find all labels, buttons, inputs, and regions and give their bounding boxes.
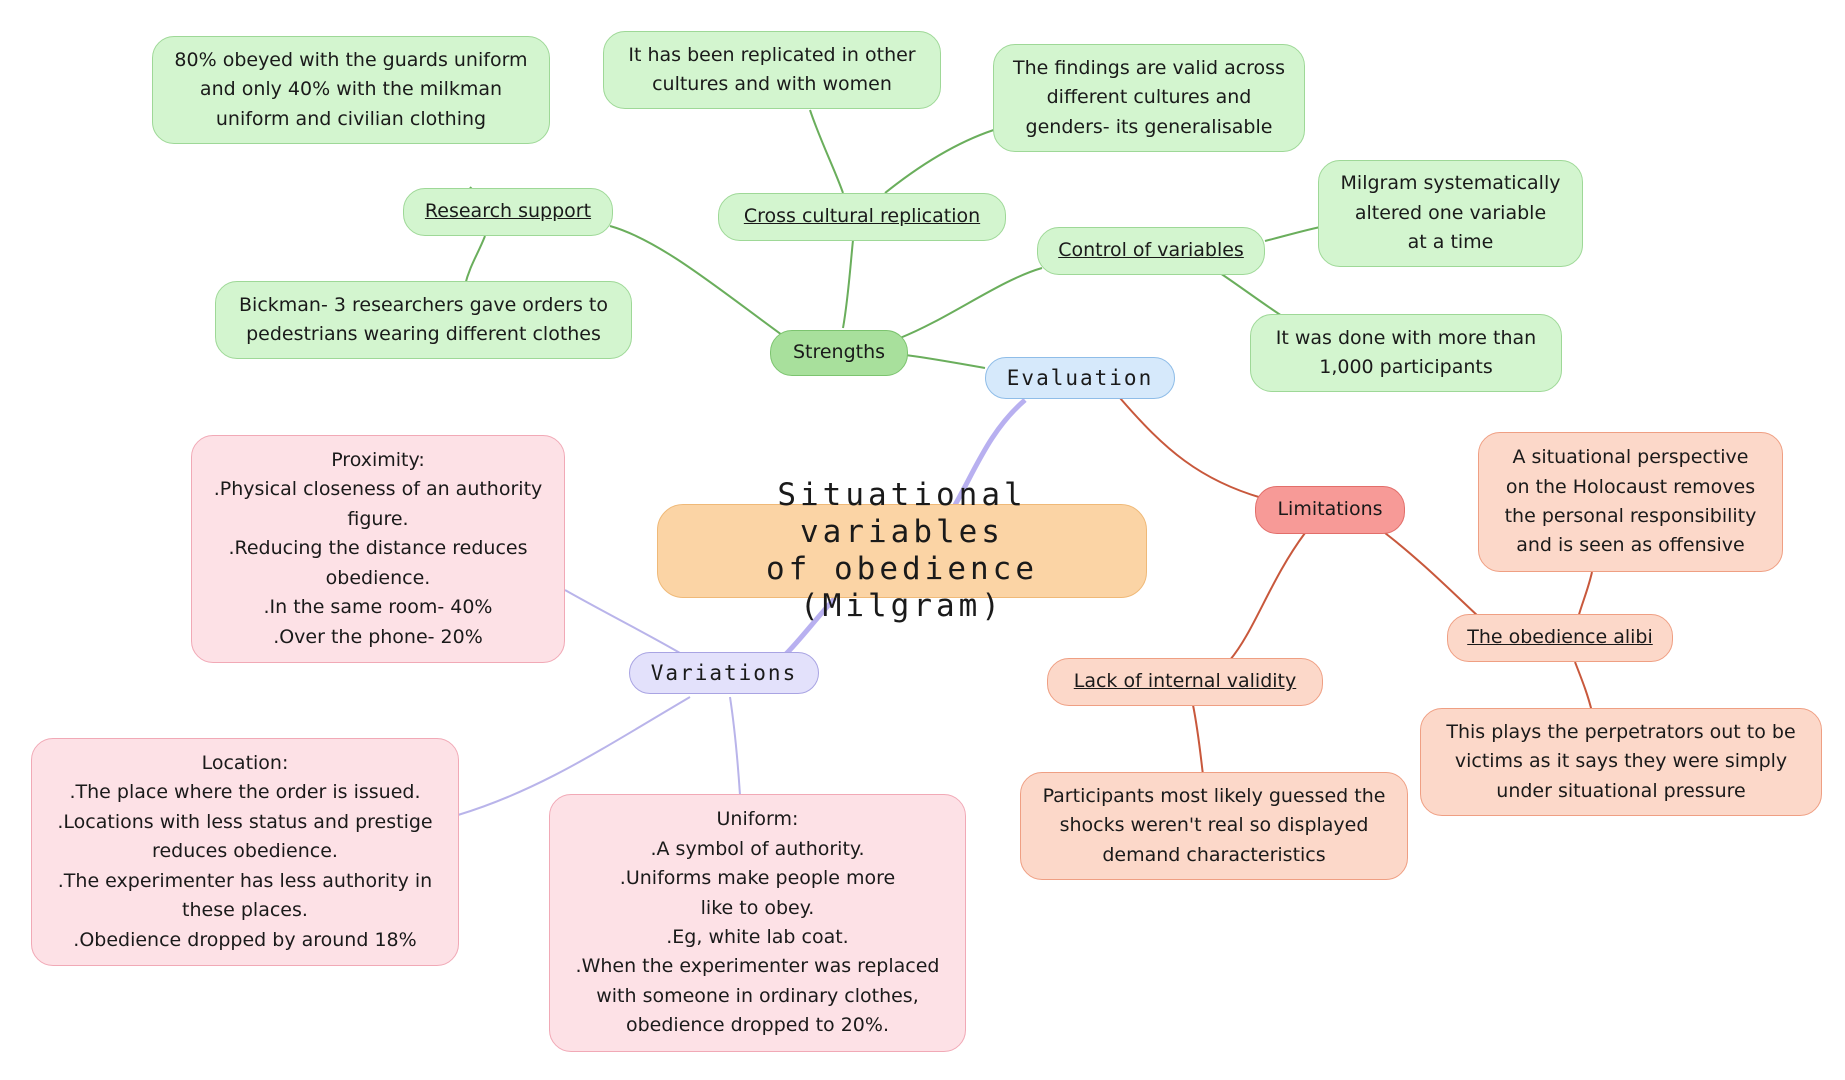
node-research-support[interactable]: Research support <box>403 188 613 236</box>
link-limitations-alibi <box>1384 532 1481 619</box>
node-cross-detail-replicated[interactable]: It has been replicated in other cultures… <box>603 31 941 109</box>
link-control-detail2 <box>1219 272 1286 319</box>
link-evaluation-limitations <box>1119 397 1263 499</box>
link-alibi-detail2 <box>1574 661 1593 713</box>
node-alibi-detail-perpetrators[interactable]: This plays the perpetrators out to be vi… <box>1420 708 1822 816</box>
node-control-detail-systematic[interactable]: Milgram systematically altered one varia… <box>1318 160 1583 267</box>
central-topic[interactable]: Situational variables of obedience (Milg… <box>657 477 1147 624</box>
node-cross-detail-valid[interactable]: The findings are valid across different … <box>993 44 1305 152</box>
node-limitations[interactable]: Limitations <box>1255 486 1405 534</box>
link-variations-location <box>457 696 691 816</box>
link-strengths-research <box>609 225 783 336</box>
link-validity-detail <box>1192 704 1204 776</box>
node-variation-proximity[interactable]: Proximity: .Physical closeness of an aut… <box>191 435 565 663</box>
node-control-detail-participants[interactable]: It was done with more than 1,000 partici… <box>1250 314 1562 392</box>
link-limitations-validity <box>1229 532 1306 661</box>
link-strengths-control <box>899 267 1043 339</box>
link-alibi-detail1 <box>1577 571 1593 619</box>
link-cross-detail2 <box>884 127 1001 194</box>
link-variations-uniform <box>729 696 741 796</box>
link-evaluation-strengths <box>904 354 986 369</box>
node-variation-uniform[interactable]: Uniform: .A symbol of authority. .Unifor… <box>549 794 966 1052</box>
node-variations[interactable]: Variations <box>629 652 819 694</box>
link-center-variations <box>783 596 837 657</box>
node-variation-location[interactable]: Location: .The place where the order is … <box>31 738 459 966</box>
link-control-detail1 <box>1264 225 1326 242</box>
node-strengths[interactable]: Strengths <box>770 330 908 376</box>
node-cross-cultural[interactable]: Cross cultural replication <box>718 193 1006 241</box>
link-strengths-crosscultural <box>842 239 854 329</box>
node-alibi-detail-holocaust[interactable]: A situational perspective on the Holocau… <box>1478 432 1783 572</box>
link-variations-proximity <box>564 589 681 654</box>
node-research-detail-bickman[interactable]: Bickman- 3 researchers gave orders to pe… <box>215 281 632 359</box>
node-research-detail-guards[interactable]: 80% obeyed with the guards uniform and o… <box>152 36 550 144</box>
link-center-evaluation <box>952 398 1027 507</box>
link-cross-detail1 <box>809 109 844 194</box>
link-research-detail2 <box>464 235 486 286</box>
node-control-of-variables[interactable]: Control of variables <box>1037 227 1265 275</box>
node-internal-validity[interactable]: Lack of internal validity <box>1047 658 1323 706</box>
node-obedience-alibi[interactable]: The obedience alibi <box>1447 614 1673 662</box>
node-evaluation[interactable]: Evaluation <box>985 357 1175 399</box>
node-validity-detail[interactable]: Participants most likely guessed the sho… <box>1020 772 1408 880</box>
